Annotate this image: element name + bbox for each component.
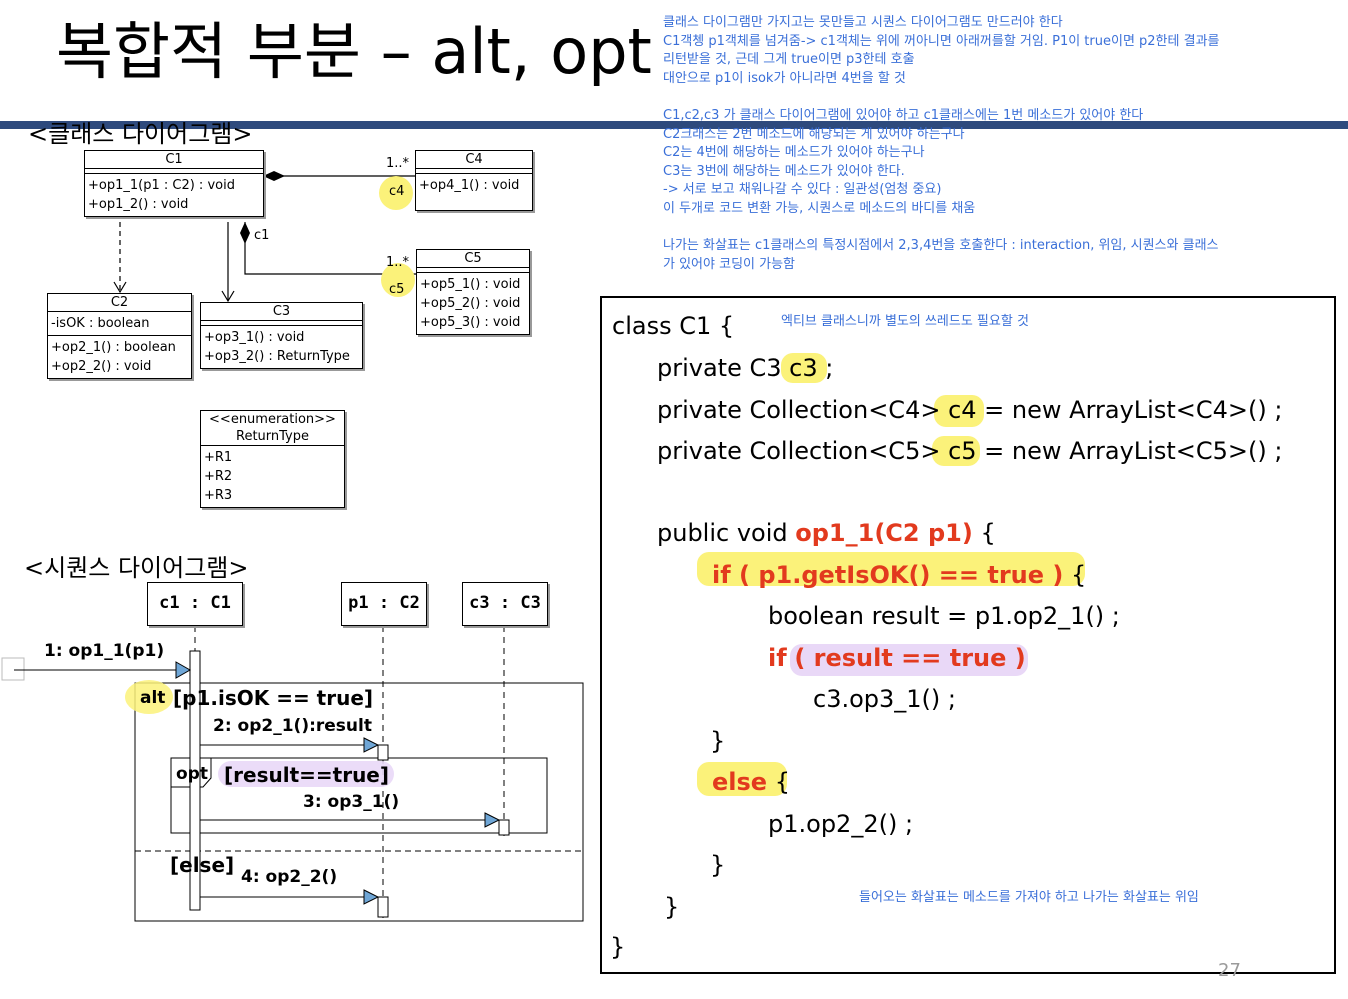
highlight-c4 [934,395,984,427]
note-line: 이 두개로 코드 변환 가능, 시퀀스로 메소드의 바디를 채움 [663,200,976,216]
code-line: private Collection<C4> c4 = new ArrayLis… [657,396,1283,424]
highlight-else [697,762,787,796]
class-operation: +op5_1() : void [420,277,521,292]
class-name: C3 [201,303,362,321]
note-line [663,219,1220,238]
class-c1: C1 +op1_1(p1 : C2) : void +op1_2() : voi… [84,150,264,217]
note-line: 리턴받을 것, 근데 그게 true이면 p3한테 호출 [663,52,915,68]
assoc-role-c5: c5 [389,282,405,297]
enum-literal: +R2 [204,469,233,484]
code-line: if ( result == true ) [768,644,1026,672]
code-line: private Collection<C5> c5 = new ArrayLis… [657,437,1283,465]
code-note-thread: 엑티브 클래스니까 별도의 쓰레드도 필요할 것 [781,314,1029,329]
note-line: -> 서로 보고 채워나갈 수 있다 : 일관성(엄청 중요) [663,182,942,198]
code-note-arrows: 들어오는 화살표는 메소드를 가져야 하고 나가는 화살표는 위임 [859,890,1199,905]
class-operation: +op1_2() : void [88,197,189,212]
class-operation: +op2_1() : boolean [51,340,176,355]
note-line: C2는 4번에 해당하는 메소드가 있어야 하는구나 [663,145,925,161]
class-operation: +op2_2() : void [51,359,152,374]
page-number: 27 [1218,960,1241,981]
lifeline-c1: c1 : C1 [147,582,243,626]
sequence-diagram-label: <시퀀스 다이어그램> [24,554,249,582]
enum-literal: +R3 [204,488,233,503]
message-1: 1: op1_1(p1) [44,641,165,661]
code-line: public void op1_1(C2 p1) { [657,519,996,547]
lifeline-c3: c3 : C3 [462,582,548,626]
highlight-result-condition [790,644,1028,676]
alt-operator: alt [140,688,166,708]
code-line: } [710,851,726,879]
enum-literal: +R1 [204,450,233,465]
message-4: 4: op2_2() [241,867,338,887]
class-operation: +op3_1() : void [204,330,305,345]
class-name: C4 [416,151,532,169]
note-line: C1,c2,c3 가 클래스 다이어그램에 있어야 하고 c1클래스에는 1번 … [663,107,1144,123]
class-c4: C4 +op4_1() : void [415,150,533,211]
code-line: p1.op2_2() ; [768,810,914,838]
lifeline-p1: p1 : C2 [341,582,427,626]
class-c3: C3 +op3_1() : void +op3_2() : ReturnType [200,302,363,369]
class-name: C2 [48,294,191,312]
note-line [663,88,1220,107]
code-line: boolean result = p1.op2_1() ; [768,602,1120,630]
class-diagram-connectors [113,171,416,303]
class-operation: +op4_1() : void [419,178,520,193]
enum-stereotype: <<enumeration>> [209,412,336,427]
note-line: C3는 3번에 해당하는 메소드가 있어야 한다. [663,163,905,179]
code-line: if ( p1.getIsOK() == true ) { [712,561,1087,589]
else-guard: [else] [170,853,235,877]
code-line: class C1 { [612,312,735,340]
class-attribute: -isOK : boolean [51,316,150,331]
code-line: } [610,933,626,961]
message-3: 3: op3_1() [303,792,400,812]
alt-guard: [p1.isOK == true] [173,686,374,710]
highlight-if-condition [697,552,1085,586]
class-name: C1 [85,151,263,169]
class-operation: +op5_3() : void [420,315,521,330]
opt-operator: opt [176,764,208,784]
enum-returntype: <<enumeration>> ReturnType +R1 +R2 +R3 [200,410,345,508]
note-line: C2크래스는 2번 메소드에 해당되는 게 있어야 하는구나 [663,126,965,142]
assoc-multiplicity-c5: 1..* [386,255,410,270]
enum-name: ReturnType [201,428,344,446]
code-line: else { [712,768,790,796]
class-c5: C5 +op5_1() : void +op5_2() : void +op5_… [416,249,530,335]
slide-title: 복합적 부분 – alt, opt [56,15,652,88]
assoc-role-c4: c4 [389,184,405,199]
class-operation: +op1_1(p1 : C2) : void [88,178,235,193]
note-line: 나가는 화살표는 c1클래스의 특정시점에서 2,3,4번을 호출한다 : in… [663,238,1219,254]
highlight-c3 [781,353,827,383]
message-2: 2: op2_1():result [213,716,372,736]
code-line: } [664,893,680,921]
class-operation: +op3_2() : ReturnType [204,349,350,364]
code-line: c3.op3_1() ; [813,685,956,713]
code-line: private C3 c3 ; [657,354,834,382]
note-line: C1객쳉 p1객체를 넘겨줌-> c1객체는 위에 꺼아니면 아래꺼를할 거임.… [663,33,1220,49]
sequence-diagram-drawing [1,626,584,922]
class-diagram-label: <클래스 다이어그램> [28,120,253,148]
class-operation: +op5_2() : void [420,296,521,311]
assoc-multiplicity-c4: 1..* [386,156,410,171]
highlight-c5 [932,436,980,466]
assoc-role-c1: c1 [254,228,270,243]
title-divider-bar [0,121,1348,129]
opt-guard: [result==true] [224,763,390,787]
note-line: 가 있어야 코딩이 가능함 [663,256,795,272]
class-name: C5 [417,250,529,268]
note-line: 대안으로 p1이 isok가 아니라면 4번을 할 것 [663,70,906,86]
code-line: } [710,727,726,755]
class-c2: C2 -isOK : boolean +op2_1() : boolean +o… [47,293,192,379]
note-line: 클래스 다이그램만 가지고는 못만들고 시퀀스 다이어그램도 만드러야 한다 [663,15,1063,30]
notes-block: 클래스 다이그램만 가지고는 못만들고 시퀀스 다이어그램도 만드러야 한다 C1… [663,14,1220,274]
